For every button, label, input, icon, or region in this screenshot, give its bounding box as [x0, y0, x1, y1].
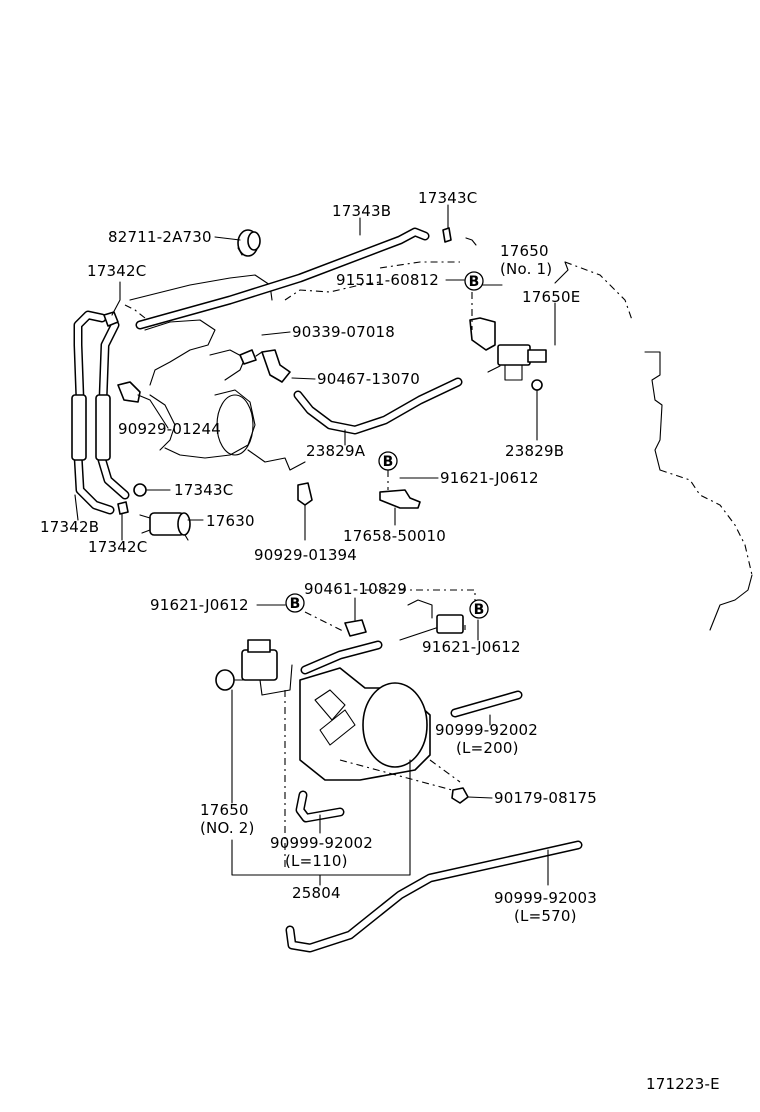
svg-text:B: B [469, 274, 480, 290]
label-17342c-bot: 17342C [88, 538, 147, 556]
label-90999-92002-a: 90999-92002 [435, 721, 538, 739]
connector-90929-01244 [117, 381, 141, 403]
bracket-17658 [379, 489, 421, 509]
label-17650-no2: 17650 [200, 801, 249, 819]
clip-90461 [344, 619, 367, 637]
hose-90999-92003-l570 [285, 840, 583, 953]
label-17342c-top: 17342C [87, 262, 146, 280]
fitting-90339 [239, 349, 263, 365]
label-90999-92003-sub: (L=570) [514, 907, 577, 925]
label-91511-60812: 91511-60812 [336, 271, 439, 289]
label-90929-01394: 90929-01394 [254, 546, 357, 564]
bolt-90179 [451, 787, 469, 804]
label-90999-92003: 90999-92003 [494, 889, 597, 907]
label-17650-no1-sub: (No. 1) [500, 260, 552, 278]
label-25804: 25804 [292, 884, 341, 902]
hose-90999-92002-l200 [450, 690, 523, 718]
label-90999-92002-b: 90999-92002 [270, 834, 373, 852]
marker-b-4: B [469, 599, 489, 619]
label-17343c-top: 17343C [418, 189, 477, 207]
vsv-17650e [469, 317, 547, 381]
vsv-right [399, 599, 464, 641]
label-91621-j0612-left: 91621-J0612 [150, 596, 249, 614]
label-17650-no1: 17650 [500, 242, 549, 260]
reference-number: 171223-E [646, 1075, 720, 1093]
engine-outline [284, 261, 753, 631]
label-91621-j0612-right: 91621-J0612 [422, 638, 521, 656]
hose-17342 [71, 310, 130, 515]
label-90999-92002-a-sub: (L=200) [456, 739, 519, 757]
label-90461-10829: 90461-10829 [304, 580, 407, 598]
grommet-82711 [237, 229, 261, 257]
clip-90467 [261, 349, 291, 383]
vsv-17650-no2 [215, 639, 293, 696]
label-17650-no2-sub: (NO. 2) [200, 819, 255, 837]
marker-b-3: B [285, 593, 305, 613]
label-91621-j0612-mid: 91621-J0612 [440, 469, 539, 487]
label-90467-13070: 90467-13070 [317, 370, 420, 388]
marker-b-2: B [378, 451, 398, 471]
clamp-17343c-top [442, 227, 477, 246]
charcoal-canister [299, 667, 431, 781]
connector-90929-01394 [297, 482, 313, 516]
label-17343c-bot: 17343C [174, 481, 233, 499]
label-17343b: 17343B [332, 202, 391, 220]
svg-text:B: B [290, 596, 301, 612]
leader-lines [74, 204, 569, 886]
hose-17343b [135, 227, 430, 330]
label-90999-92002-b-sub: (L=110) [285, 852, 348, 870]
label-17630: 17630 [206, 512, 255, 530]
hose-canister-top [300, 640, 383, 675]
marker-b-1: B [464, 271, 484, 291]
label-90339-07018: 90339-07018 [292, 323, 395, 341]
hose-90999-92002-l110 [295, 790, 345, 823]
label-17650e: 17650E [522, 288, 580, 306]
label-90929-01244: 90929-01244 [118, 420, 221, 438]
hose-23829a [293, 377, 463, 435]
label-82711-2a730: 82711-2A730 [108, 228, 212, 246]
label-17658-50010: 17658-50010 [343, 527, 446, 545]
svg-text:B: B [383, 454, 394, 470]
clip-17342c-top [103, 311, 119, 327]
label-17342b: 17342B [40, 518, 99, 536]
label-23829a: 23829A [306, 442, 366, 460]
valve-17630 [139, 512, 191, 541]
clamp-17343c-bot [117, 483, 147, 515]
label-90179-08175: 90179-08175 [494, 789, 597, 807]
clamp-23829b [531, 379, 543, 391]
label-23829b: 23829B [505, 442, 564, 460]
svg-text:B: B [474, 602, 485, 618]
